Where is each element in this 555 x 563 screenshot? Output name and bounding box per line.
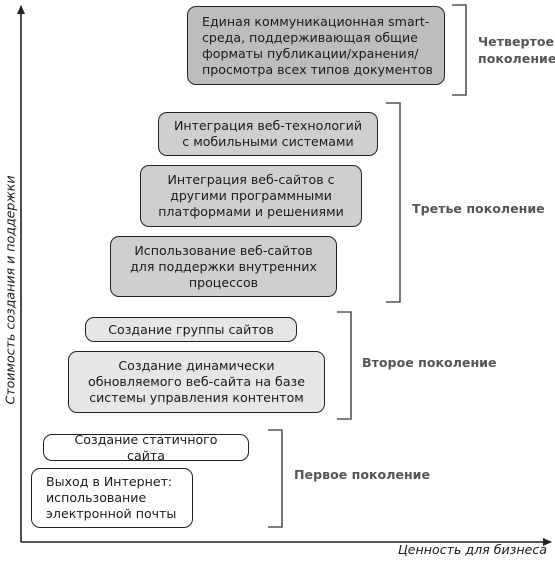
label-fourth-generation: Четвертое поколение [478,34,555,66]
bracket-gen2 [337,311,352,420]
box-internal-processes: Использование веб-сайтов для поддержки в… [110,236,337,297]
box-static-site: Создание статичного сайта [43,432,249,463]
box-web-platform-integration: Интеграция веб-сайтов с другими программ… [140,165,362,227]
box-internet-email: Выход в Интернет: использование электрон… [31,468,193,528]
x-axis-label: Ценность для бизнеса [398,542,547,557]
box-cms-site: Создание динамически обновляемого веб-са… [68,351,325,413]
y-axis-label: Стоимость создания и поддержки [2,175,18,405]
bracket-gen1 [268,429,283,528]
bracket-gen3 [386,102,401,303]
label-first-generation: Первое поколение [294,467,431,482]
label-second-generation: Второе поколение [362,355,497,370]
box-smart-environment: Единая коммуникационная smart-среда, под… [187,6,445,85]
bracket-gen4 [452,4,467,96]
box-site-group: Создание группы сайтов [85,317,297,342]
box-web-mobile-integration: Интеграция веб-технологий с мобильными с… [158,112,378,156]
label-third-generation: Третье поколение [412,201,545,216]
